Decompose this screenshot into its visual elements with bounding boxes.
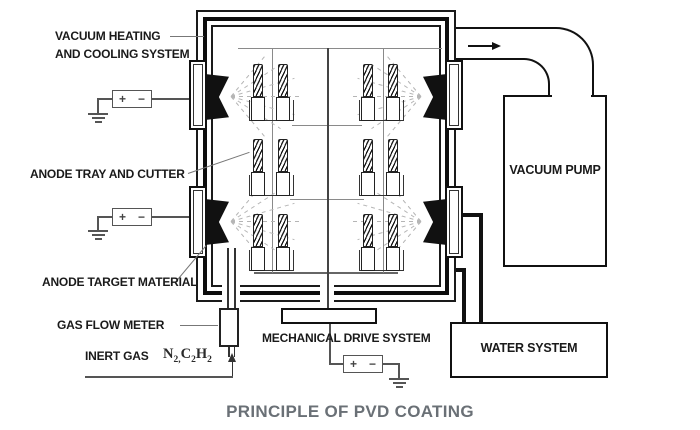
water-pipe (456, 213, 483, 217)
cutter-bit-shank (361, 97, 375, 121)
wire (383, 363, 399, 365)
bottom-rail (254, 272, 398, 274)
gas-pipe (227, 248, 229, 308)
target-holder (189, 60, 207, 130)
leader-line (180, 325, 218, 326)
page-title: PRINCIPLE OF PVD COATING (226, 402, 474, 421)
cutter-bit-flute (388, 139, 398, 172)
minus-label: − (137, 210, 145, 224)
cutter-bit-flute (363, 139, 373, 172)
cutter-bracket (359, 175, 404, 196)
minus-label: − (368, 357, 376, 371)
vacuum-pipe-inner (454, 58, 550, 97)
spray-ray (231, 221, 303, 222)
top-rail (238, 48, 442, 49)
wire (97, 98, 99, 113)
cutter-bit-flute (278, 64, 288, 97)
label-anode-target-material: ANODE TARGET MATERIAL (42, 275, 198, 289)
flow-arrowhead-icon (492, 42, 501, 50)
water-pipe (456, 268, 466, 272)
wire (97, 98, 112, 100)
gas-arrow-stem (231, 361, 233, 377)
cutter-bit-flute (278, 214, 288, 247)
leader-line (170, 36, 204, 37)
label-vacuum-heating-line2: AND COOLING SYSTEM (55, 47, 190, 61)
pump-pipe-opening (552, 94, 591, 98)
label-gas-flow-meter: GAS FLOW METER (57, 318, 165, 332)
wire (97, 216, 99, 230)
wire (152, 216, 189, 218)
cutter-bit-shank (361, 247, 375, 271)
cutter-bit-shank (251, 247, 265, 271)
ground-icon (389, 378, 409, 390)
wire (398, 363, 400, 378)
wire (152, 98, 189, 100)
cutter-bit-shank (276, 247, 290, 271)
plus-label: + (350, 357, 358, 371)
cutter-bit-shank (276, 172, 290, 196)
plus-label: + (119, 92, 127, 106)
gas-pipe (233, 347, 235, 357)
target-holder (445, 60, 463, 130)
cutter-bracket (359, 250, 404, 271)
cutter-bracket (249, 250, 294, 271)
target-holder (445, 186, 463, 258)
hanger-rail (272, 48, 273, 273)
label-mechanical-drive-system: MECHANICAL DRIVE SYSTEM (262, 331, 431, 345)
water-pipe (479, 213, 483, 324)
cutter-bit-flute (388, 64, 398, 97)
cutter-bit-flute (278, 139, 288, 172)
minus-label: − (137, 92, 145, 106)
label-anode-tray-cutter: ANODE TRAY AND CUTTER (30, 167, 185, 181)
cutter-bit-shank (276, 97, 290, 121)
gas-baseline (85, 376, 233, 378)
cutter-bit-shank (251, 172, 265, 196)
wire (329, 363, 343, 365)
cutter-bit-flute (363, 214, 373, 247)
cutter-bracket (249, 175, 294, 196)
cutter-bit-flute (388, 214, 398, 247)
cutter-bit-shank (251, 97, 265, 121)
water-system-label: WATER SYSTEM (480, 341, 578, 355)
power-supply-box: + − (343, 355, 383, 373)
flow-arrow-icon (468, 45, 494, 47)
wall-gap (222, 284, 240, 304)
vacuum-pipe-outer (454, 27, 594, 97)
label-vacuum-heating-line1: VACUUM HEATING (55, 29, 161, 43)
wire (97, 216, 112, 218)
gas-pipe (234, 248, 236, 308)
cutter-bit-shank (386, 247, 400, 271)
power-supply-box: + − (112, 90, 152, 108)
cutter-bracket (359, 100, 404, 121)
plus-label: + (119, 210, 127, 224)
power-supply-box: + − (112, 208, 152, 226)
label-inert-gas: INERT GAS (85, 349, 149, 363)
vacuum-pump-label: VACUUM PUMP (509, 163, 601, 177)
cutter-bit-flute (253, 64, 263, 97)
ground-icon (88, 230, 108, 242)
drive-platform (281, 308, 377, 324)
cutter-bracket (249, 100, 294, 121)
wire (329, 324, 331, 364)
spray-ray (231, 96, 303, 97)
cutter-bit-flute (363, 64, 373, 97)
hanger-rail (383, 48, 384, 273)
water-system-box (450, 322, 608, 378)
cutter-bit-flute (253, 214, 263, 247)
ground-icon (88, 113, 108, 125)
inert-gas-formula: N2,C2H2 (163, 346, 212, 365)
water-pipe (462, 268, 466, 324)
rotation-shaft (327, 48, 329, 310)
cutter-bit-shank (386, 97, 400, 121)
gas-pipe (228, 347, 230, 357)
cutter-bit-shank (361, 172, 375, 196)
gas-flow-meter-box (219, 308, 239, 347)
cutter-bit-flute (253, 139, 263, 172)
cutter-bit-shank (386, 172, 400, 196)
gas-arrowhead-icon (228, 353, 236, 362)
